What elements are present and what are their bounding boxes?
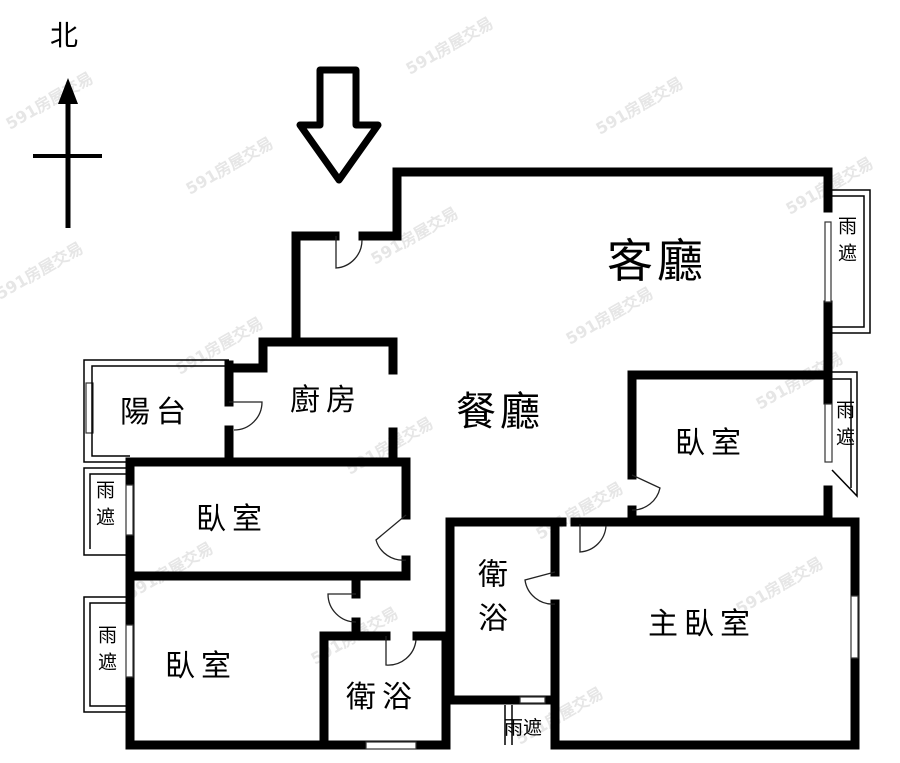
canopy-outlines (83, 189, 871, 745)
svg-text:591房屋交易: 591房屋交易 (403, 13, 497, 78)
room-label-bedroom-west: 臥室 (196, 502, 268, 537)
room-label-bathroom-south: 衛浴 (346, 680, 418, 715)
room-label-master-bedroom: 主臥室 (648, 607, 756, 642)
canopy-label-east-upper: 雨遮 (835, 216, 857, 270)
room-label-dining-room: 餐廳 (456, 389, 544, 435)
svg-text:591房屋交易: 591房屋交易 (3, 68, 97, 133)
doors (229, 236, 661, 666)
canopy-label-south: 雨遮 (504, 717, 543, 739)
svg-text:591房屋交易: 591房屋交易 (123, 538, 217, 603)
north-label: 北 (50, 19, 79, 52)
entrance-arrow-icon (296, 66, 382, 184)
svg-text:591房屋交易: 591房屋交易 (593, 73, 687, 138)
room-label-bedroom-southwest: 臥室 (165, 649, 237, 684)
room-label-balcony: 陽台 (120, 395, 192, 430)
north-compass-icon (33, 78, 102, 228)
windows (85, 221, 859, 750)
svg-text:591房屋交易: 591房屋交易 (563, 283, 657, 348)
canopy-label-west-lower: 雨遮 (95, 625, 117, 679)
room-label-bathroom-center: 衛浴 (472, 558, 507, 646)
canopy-label-west-upper: 雨遮 (93, 480, 115, 534)
room-label-kitchen: 廚房 (290, 383, 362, 418)
svg-text:591房屋交易: 591房屋交易 (0, 238, 86, 303)
svg-text:591房屋交易: 591房屋交易 (183, 133, 277, 198)
room-label-bedroom-east: 臥室 (675, 426, 747, 461)
room-label-living-room: 客廳 (607, 234, 707, 288)
canopy-label-east-lower: 雨遮 (833, 400, 855, 454)
